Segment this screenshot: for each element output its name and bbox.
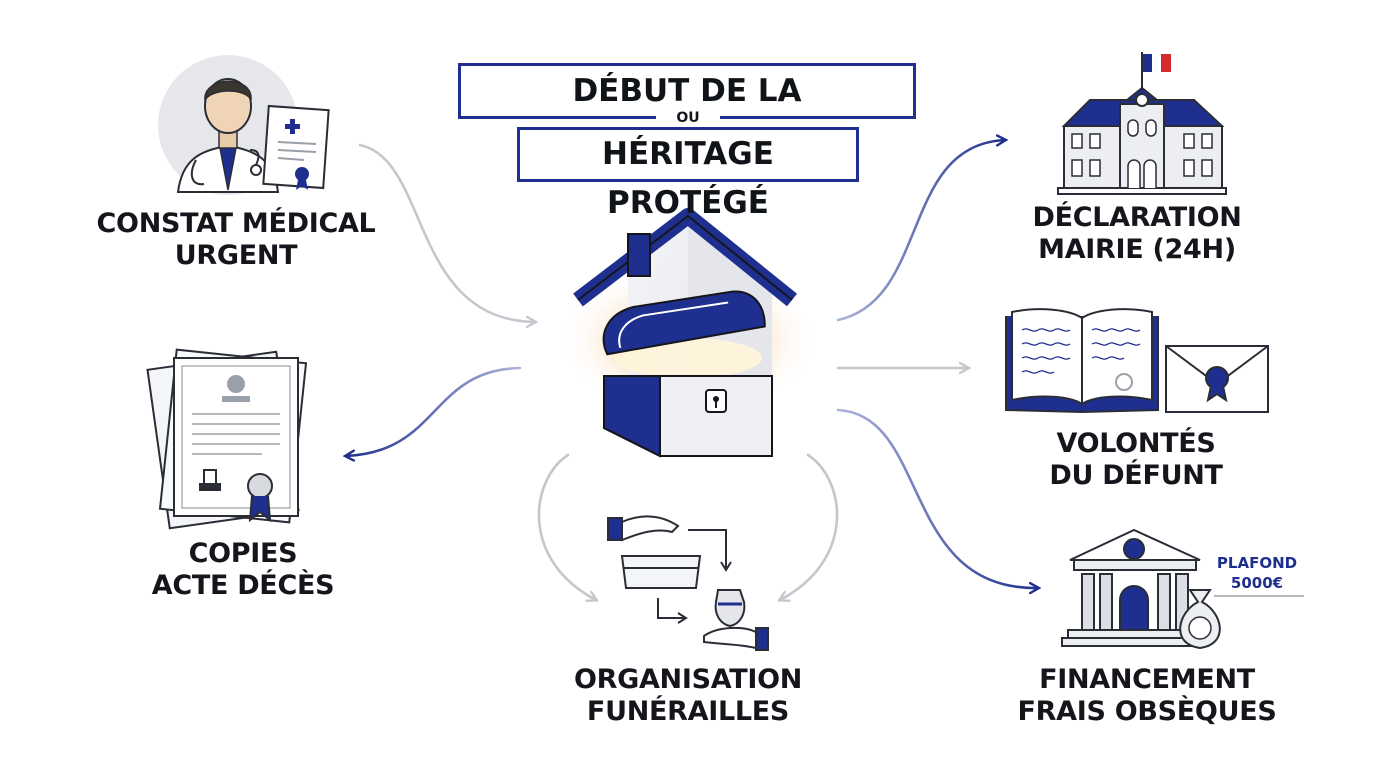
plafond-label: PLAFOND xyxy=(1216,554,1298,572)
step-label-copies-line1: COPIES xyxy=(188,538,298,569)
step-label-financement-line1: FINANCEMENT xyxy=(1039,664,1255,695)
step-label-funerailles-line1: ORGANISATION xyxy=(573,664,803,695)
step-label-mairie-line1: DÉCLARATION xyxy=(1032,202,1242,233)
arrow-center-to-funerailles-left xyxy=(537,453,596,600)
coffin-urn-icon xyxy=(607,515,769,651)
step-label-medical: CONSTAT MÉDICAL URGENT xyxy=(86,208,386,272)
step-label-medical-line1: CONSTAT MÉDICAL xyxy=(96,208,376,239)
step-label-volontes: VOLONTÉS DU DÉFUNT xyxy=(1022,428,1250,492)
will-book-envelope-icon xyxy=(1005,308,1269,414)
arrow-center-to-copies xyxy=(346,366,522,456)
step-label-financement-line2: FRAIS OBSÈQUES xyxy=(1017,696,1277,727)
plafond-annotation: PLAFOND 5000€ xyxy=(1214,553,1300,593)
arrow-center-to-mairie xyxy=(836,140,1005,322)
doctor-certificate-icon xyxy=(158,55,330,195)
step-label-funerailles-line2: FUNÉRAILLES xyxy=(586,696,790,727)
arrow-center-to-financement xyxy=(836,408,1038,588)
plafond-amount: 5000€ xyxy=(1230,574,1284,592)
step-label-medical-line2: URGENT xyxy=(174,240,298,271)
step-label-volontes-line2: DU DÉFUNT xyxy=(1049,460,1223,491)
step-label-financement: FINANCEMENT FRAIS OBSÈQUES xyxy=(1000,664,1294,728)
step-label-copies: COPIES ACTE DÉCÈS xyxy=(120,538,366,602)
house-treasure-chest-icon xyxy=(558,208,818,458)
step-label-mairie: DÉCLARATION MAIRIE (24H) xyxy=(1006,202,1268,266)
connector-arrows xyxy=(346,140,1038,600)
town-hall-icon xyxy=(1057,52,1227,195)
step-label-mairie-line2: MAIRIE (24H) xyxy=(1038,234,1236,265)
step-label-funerailles: ORGANISATION FUNÉRAILLES xyxy=(560,664,816,728)
title-line-2: HÉRITAGE PROTÉGÉ xyxy=(517,127,859,221)
bank-money-bag-icon xyxy=(1061,528,1304,650)
arrow-center-to-funerailles-right xyxy=(780,453,839,600)
title-connector: OU xyxy=(656,110,720,126)
arrow-medical-to-center xyxy=(358,143,535,322)
death-certificate-copies-icon xyxy=(146,348,308,530)
step-label-copies-line2: ACTE DÉCÈS xyxy=(151,570,335,601)
step-label-volontes-line1: VOLONTÉS xyxy=(1056,428,1216,459)
